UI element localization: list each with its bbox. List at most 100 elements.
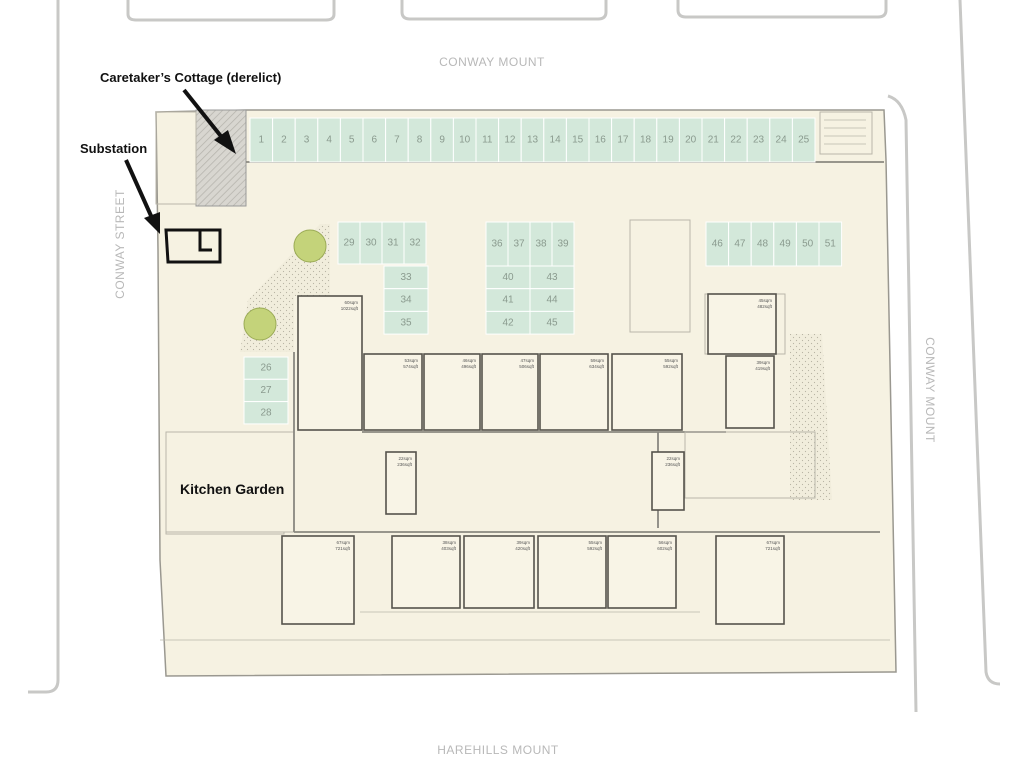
- unit-area-sqm: 38sqm: [442, 540, 456, 545]
- parking-bay-number: 24: [776, 135, 788, 146]
- parking-bay-number: 50: [802, 239, 814, 250]
- parking-bay-number: 29: [343, 238, 355, 249]
- unit-area-sqft: 506sqft: [519, 364, 535, 369]
- unit-area-sqft: 721sqft: [765, 546, 781, 551]
- unit-area-sqm: 67sqm: [336, 540, 350, 545]
- unit-area-sqft: 592sqft: [663, 364, 679, 369]
- parking-bay-number: 34: [400, 295, 412, 306]
- parking-bay-number: 39: [557, 239, 569, 250]
- unit-area-sqm: 46sqm: [462, 358, 476, 363]
- parking-bay-number: 4: [326, 135, 332, 146]
- unit-area-sqft: 482sqft: [757, 304, 773, 309]
- parking-bay-number: 17: [617, 135, 629, 146]
- cottage-arrow: [182, 88, 236, 154]
- parking-bay-number: 26: [260, 363, 272, 374]
- unit-area-sqm: 39sqm: [516, 540, 530, 545]
- unit: [715, 535, 785, 625]
- substation-arrow: [124, 159, 160, 234]
- unit-area-sqft: 496sqft: [461, 364, 477, 369]
- parking-bay-number: 43: [546, 272, 558, 283]
- unit: [607, 535, 677, 609]
- parking-bay-number: 21: [708, 135, 720, 146]
- unit-area-sqm: 55sqm: [588, 540, 602, 545]
- parking-bay-number: 46: [712, 239, 724, 250]
- parking-bay-number: 23: [753, 135, 765, 146]
- parking-bay: [243, 401, 289, 425]
- unit-area-sqm: 22sqm: [666, 456, 680, 461]
- parking-bay: [383, 310, 429, 335]
- parking-bay-number: 11: [482, 135, 493, 146]
- parking-bay-number: 7: [394, 135, 400, 146]
- parking-bay-number: 5: [349, 135, 355, 146]
- parking-bay-number: 3: [304, 135, 310, 146]
- parking-bay-number: 40: [502, 272, 514, 283]
- parking-bay-number: 9: [439, 135, 445, 146]
- parking-bay-number: 42: [502, 317, 514, 328]
- unit: [611, 353, 683, 431]
- parking-bay-number: 32: [409, 238, 421, 249]
- unit-area-sqm: 60sqm: [344, 300, 358, 305]
- unit-area-sqm: 53sqm: [404, 358, 418, 363]
- street-label-top: CONWAY MOUNT: [439, 55, 545, 69]
- parking-bay: [403, 221, 427, 265]
- parking-bay: [529, 310, 575, 335]
- unit-area-sqft: 236sqft: [397, 462, 413, 467]
- unit-area-sqft: 721sqft: [335, 546, 351, 551]
- unit-area-sqm: 55sqm: [664, 358, 678, 363]
- unit-area-sqm: 45sqm: [758, 298, 772, 303]
- parking-bay-number: 10: [459, 135, 471, 146]
- parking-bay-number: 45: [546, 317, 558, 328]
- parking-bay-number: 38: [535, 239, 547, 250]
- parking-bay-number: 44: [546, 295, 558, 306]
- unit-area-sqft: 236sqft: [665, 462, 681, 467]
- unit: [281, 535, 355, 625]
- parking-bay-number: 13: [527, 135, 539, 146]
- unit: [725, 355, 775, 429]
- parking-bay-number: 15: [572, 135, 584, 146]
- unit-area-sqm: 39sqm: [756, 360, 770, 365]
- parking-bay-number: 1: [259, 135, 265, 146]
- unit: [363, 353, 423, 431]
- parking-bay-number: 12: [504, 135, 516, 146]
- parking-bay-number: 28: [260, 407, 272, 418]
- caretakers-cottage: [195, 109, 247, 207]
- substation-label: Substation: [80, 141, 147, 156]
- parking-bay-number: 51: [825, 239, 837, 250]
- unit-area-sqft: 420sqft: [515, 546, 531, 551]
- unit: [537, 535, 607, 609]
- parking-bay-number: 25: [798, 135, 810, 146]
- parking-bay-number: 16: [595, 135, 607, 146]
- parking-bay-number: 8: [417, 135, 423, 146]
- unit-area-sqft: 403sqft: [441, 546, 457, 551]
- substation: [164, 228, 222, 264]
- unit: [539, 353, 609, 431]
- parking-bay-number: 48: [757, 239, 769, 250]
- parking-bay-number: 36: [491, 239, 503, 250]
- parking-bay-number: 6: [372, 135, 378, 146]
- parking-bay-number: 41: [502, 295, 514, 306]
- parking-bay-number: 35: [400, 317, 412, 328]
- street-label-right: CONWAY MOUNT: [923, 337, 937, 443]
- unit-area-sqm: 67sqm: [766, 540, 780, 545]
- parking-bay-number: 14: [550, 135, 562, 146]
- kitchen-garden-label: Kitchen Garden: [180, 481, 284, 497]
- unit-area-sqft: 1022sqft: [341, 306, 359, 311]
- road-outlines: [28, 0, 1001, 713]
- unit: [297, 295, 363, 431]
- parking-bay-number: 33: [400, 272, 412, 283]
- parking-bay-number: 22: [730, 135, 742, 146]
- parking-bay-number: 2: [281, 135, 287, 146]
- unit-area-sqft: 574sqft: [403, 364, 419, 369]
- unit: [463, 535, 535, 609]
- parking-bay-number: 47: [734, 239, 746, 250]
- unit-area-sqm: 56sqm: [658, 540, 672, 545]
- unit: [385, 451, 417, 515]
- parking-bay: [818, 221, 843, 267]
- unit-area-sqft: 634sqft: [589, 364, 605, 369]
- unit-area-sqft: 419sqft: [755, 366, 771, 371]
- unit: [423, 353, 481, 431]
- parking-bay: [791, 117, 816, 163]
- parking-bay-number: 27: [260, 385, 272, 396]
